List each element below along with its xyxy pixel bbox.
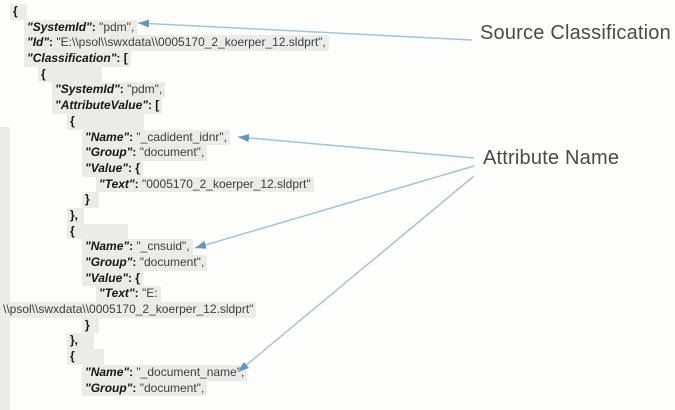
json-code-block: { "SystemId": "pdm","Id": "E:\\psol\\swx… bbox=[0, 4, 329, 397]
json-punctuation: { bbox=[70, 223, 125, 238]
json-value: "pdm", bbox=[127, 82, 163, 97]
code-line: "SystemId": "pdm", bbox=[0, 19, 329, 36]
json-key: "Group" bbox=[85, 380, 133, 395]
json-punctuation: : bbox=[129, 239, 137, 254]
json-punctuation: { bbox=[70, 349, 102, 364]
code-line: "Value": { bbox=[0, 160, 329, 177]
json-punctuation: }, bbox=[70, 333, 92, 348]
json-value: "_cnsuid", bbox=[136, 239, 190, 254]
code-line: { bbox=[0, 66, 329, 83]
json-key: "Text" bbox=[99, 286, 135, 301]
json-key: "Name" bbox=[85, 364, 130, 379]
code-line: "Name": "_document_name", bbox=[0, 364, 329, 381]
code-line: { bbox=[0, 113, 329, 130]
json-punctuation: : bbox=[119, 82, 128, 97]
code-line: { bbox=[0, 349, 329, 365]
code-line: "Group": "document", bbox=[0, 145, 329, 161]
json-punctuation: : [ bbox=[116, 51, 128, 66]
json-key: "Name" bbox=[85, 239, 130, 254]
json-key: "Group" bbox=[85, 255, 133, 269]
code-line: "Group": "document", bbox=[0, 255, 329, 271]
code-line: } bbox=[0, 192, 329, 208]
json-punctuation: } bbox=[85, 317, 97, 332]
json-punctuation: { bbox=[13, 4, 25, 18]
code-line: { bbox=[0, 223, 329, 240]
json-value: "document", bbox=[139, 145, 205, 160]
json-value: \\psol\\swxdata\\0005170_2_koerper_12.sl… bbox=[3, 302, 254, 317]
json-punctuation: { bbox=[70, 113, 142, 128]
left-margin-strip bbox=[0, 127, 10, 410]
code-line: "Name": "_cnsuid", bbox=[0, 239, 329, 256]
json-key: "Value" bbox=[85, 270, 128, 285]
json-punctuation: : { bbox=[127, 270, 140, 285]
json-punctuation: : [ bbox=[147, 98, 160, 113]
json-punctuation: }, bbox=[70, 207, 82, 222]
json-key: "Id" bbox=[27, 35, 50, 50]
json-key: "SystemId" bbox=[27, 19, 92, 34]
json-value: "pdm", bbox=[99, 19, 135, 34]
json-value: "E:\\psol\\swxdata\\0005170_2_koerper_12… bbox=[56, 35, 326, 50]
json-value: "E: bbox=[141, 286, 158, 301]
code-line: "Name": "_cadident_idnr", bbox=[0, 129, 329, 146]
json-value: "document", bbox=[139, 255, 205, 269]
json-punctuation: : bbox=[132, 145, 140, 160]
code-line: }, bbox=[0, 333, 329, 350]
code-line: "Id": "E:\\psol\\swxdata\\0005170_2_koer… bbox=[0, 35, 329, 52]
json-key: "Value" bbox=[85, 160, 128, 175]
code-line: "Classification": [ bbox=[0, 51, 329, 67]
code-line: "AttributeValue": [ bbox=[0, 98, 329, 114]
json-punctuation: : { bbox=[127, 160, 140, 175]
callout-label-attribute-name: Attribute Name bbox=[483, 147, 620, 169]
json-key: "SystemId" bbox=[55, 82, 120, 97]
code-line: { bbox=[0, 4, 329, 20]
json-punctuation: : bbox=[134, 286, 142, 301]
code-line: } bbox=[0, 317, 329, 334]
json-key: "Classification" bbox=[27, 51, 117, 66]
json-key: "Name" bbox=[85, 129, 130, 144]
code-line: }, bbox=[0, 207, 329, 224]
code-line: \\psol\\swxdata\\0005170_2_koerper_12.sl… bbox=[0, 302, 329, 318]
json-key: "AttributeValue" bbox=[55, 98, 148, 113]
json-value: "document", bbox=[139, 380, 205, 395]
json-value: "_document_name", bbox=[136, 364, 245, 379]
code-line: "Group": "document", bbox=[0, 380, 329, 397]
json-value: "0005170_2_koerper_12.sldprt" bbox=[141, 176, 311, 191]
json-punctuation: : bbox=[134, 176, 142, 191]
callout-label-source-classification: Source Classification bbox=[480, 22, 671, 44]
json-key: "Text" bbox=[99, 176, 135, 191]
json-punctuation: : bbox=[132, 255, 140, 269]
code-line: "Text": "0005170_2_koerper_12.sldprt" bbox=[0, 176, 329, 193]
json-punctuation: : bbox=[49, 35, 57, 50]
json-punctuation: : bbox=[132, 380, 140, 395]
json-key: "Group" bbox=[85, 145, 133, 160]
json-punctuation: } bbox=[85, 192, 97, 207]
json-punctuation: : bbox=[129, 364, 137, 379]
json-punctuation: { bbox=[41, 66, 100, 81]
json-value: "_cadident_idnr", bbox=[136, 129, 227, 144]
code-line: "Value": { bbox=[0, 270, 329, 287]
json-punctuation: : bbox=[91, 19, 100, 34]
code-line: "SystemId": "pdm", bbox=[0, 82, 329, 99]
code-line: "Text": "E: bbox=[0, 286, 329, 303]
json-punctuation: : bbox=[129, 129, 137, 144]
